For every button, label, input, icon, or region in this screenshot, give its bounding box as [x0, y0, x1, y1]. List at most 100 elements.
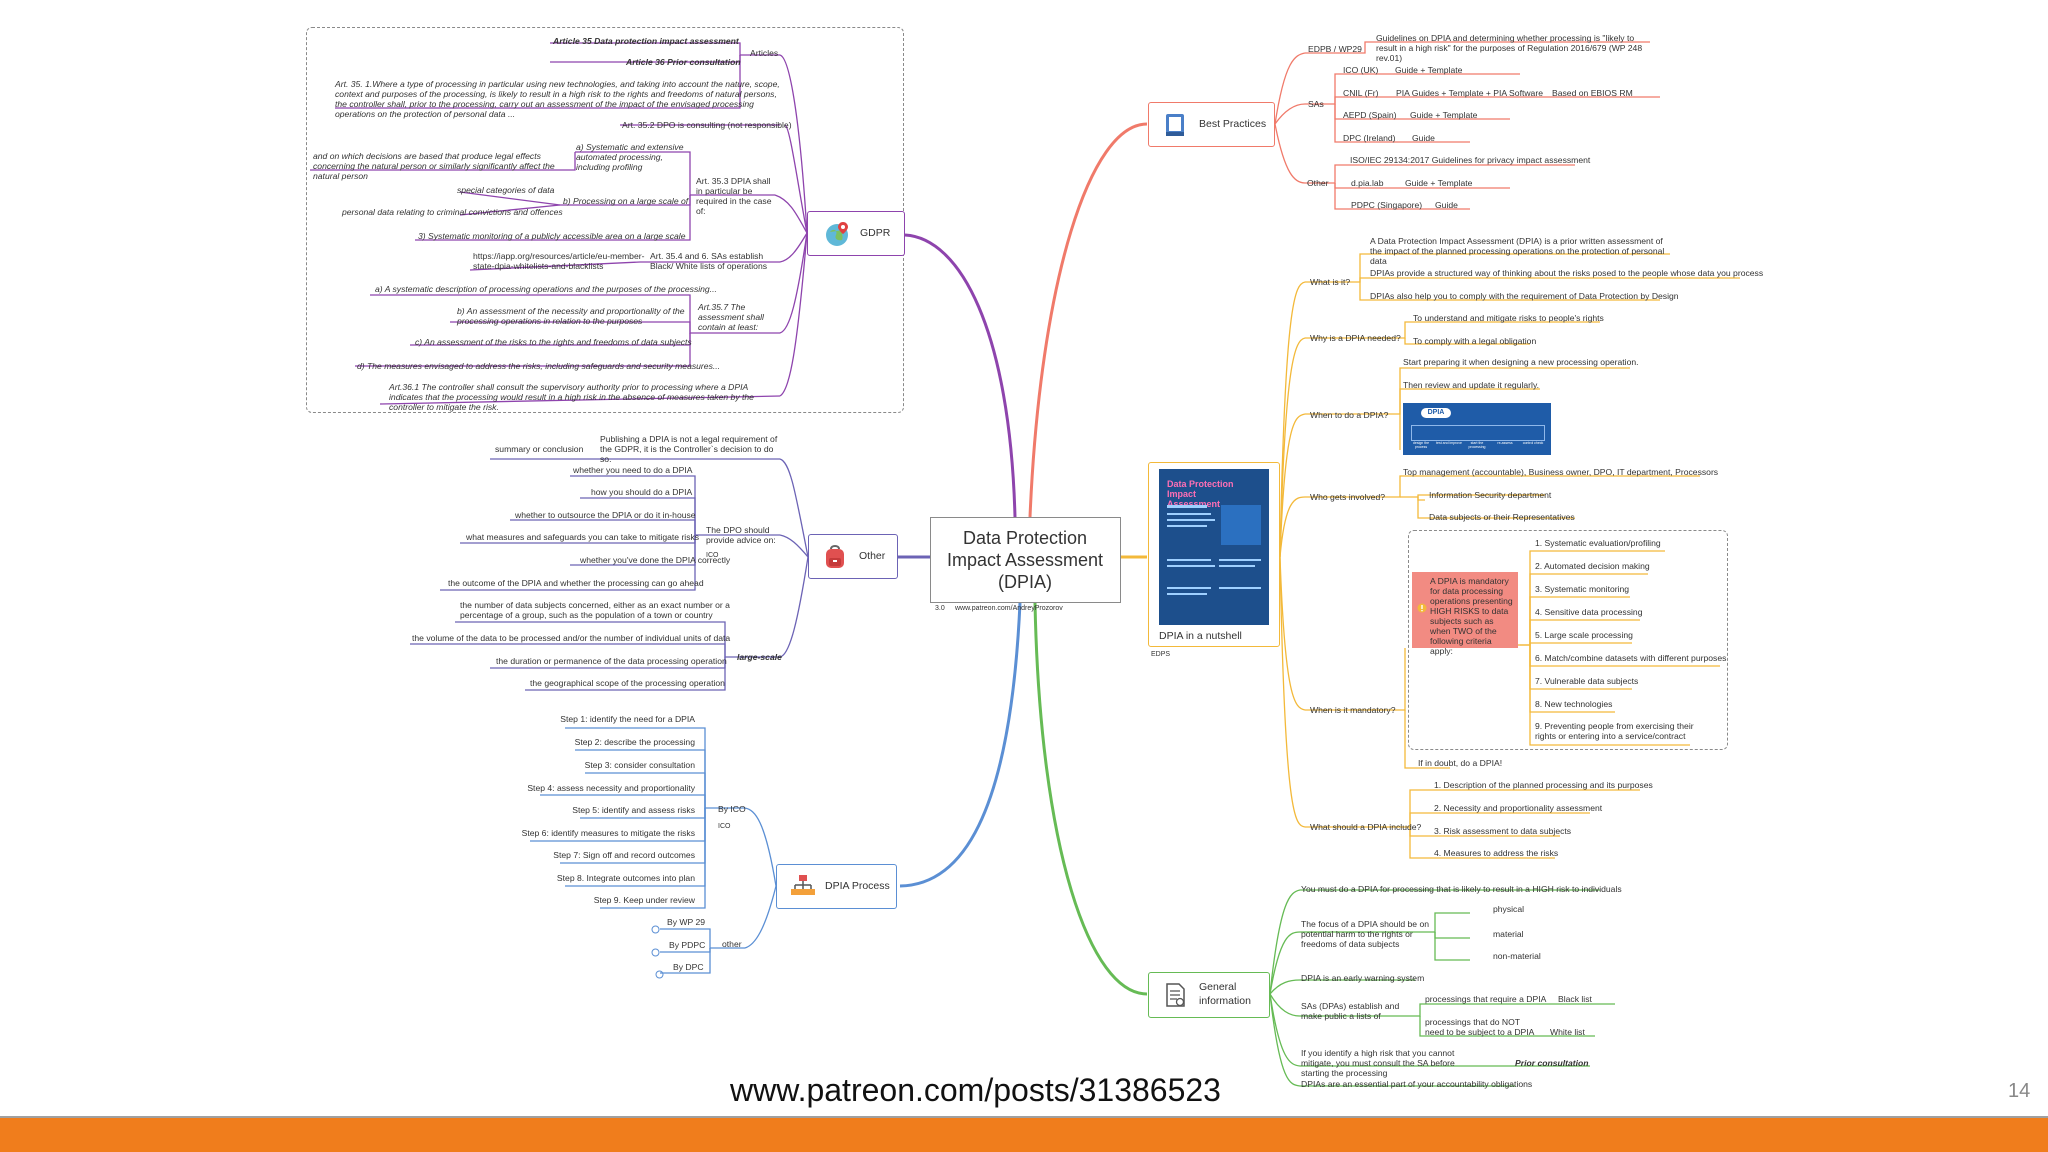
branch-other-label: Other: [859, 550, 886, 562]
best-other-2[interactable]: d.pia.lab: [1351, 178, 1384, 188]
other-ls-item-1: the number of data subjects concerned, e…: [460, 600, 730, 620]
branch-general[interactable]: General information: [1148, 972, 1270, 1018]
branch-other[interactable]: Other: [808, 534, 898, 579]
nutshell-who-1: Top management (accountable), Business o…: [1403, 467, 1719, 477]
link-icon[interactable]: [655, 970, 664, 979]
nutshell-when-1: Start preparing it when designing a new …: [1403, 357, 1639, 367]
best-edpb: EDPB / WP29: [1308, 44, 1362, 54]
mandatory-box-text: A DPIA is mandatory for data processing …: [1430, 576, 1513, 656]
branch-process-label: DPIA Process: [825, 880, 890, 892]
warning-icon: [1417, 603, 1427, 613]
best-sas: SAs: [1308, 99, 1324, 109]
center-url[interactable]: www.patreon.com/AndreyProzorov: [955, 605, 1063, 612]
nutshell-sublines: [1279, 253, 1740, 859]
other-dpo-item-6: the outcome of the DPIA and whether the …: [448, 578, 704, 588]
general-warning: DPIA is an early warning system: [1301, 973, 1425, 983]
connector-general: [1033, 602, 1148, 996]
mandatory-highlight: A DPIA is mandatory for data processing …: [1412, 572, 1518, 656]
criteria-2: 2. Automated decision making: [1535, 561, 1650, 571]
criteria-1: 1. Systematic evaluation/profiling: [1535, 538, 1661, 548]
process-step-3: Step 3: consider consultation: [584, 760, 695, 770]
process-other-2[interactable]: By PDPC: [669, 940, 706, 950]
central-topic[interactable]: Data Protection Impact Assessment (DPIA): [930, 517, 1121, 603]
gdpr-b-1: special categories of data: [457, 185, 555, 195]
process-ico: ICO: [718, 823, 731, 830]
best-other-1: ISO/IEC 29134:2017 Guidelines for privac…: [1350, 155, 1591, 165]
process-other-3[interactable]: By DPC: [673, 962, 704, 972]
other-ls-item-4: the geographical scope of the processing…: [530, 678, 725, 688]
nutshell-when: When to do a DPIA?: [1310, 410, 1389, 420]
nutshell-edps: EDPS: [1151, 651, 1171, 658]
gdpr-art36-1: Art.36.1 The controller shall consult th…: [389, 382, 754, 412]
gdpr-art35-4-link[interactable]: https://iapp.org/resources/article/eu-me…: [473, 251, 645, 271]
nutshell-why-2: To comply with a legal obligation: [1413, 336, 1537, 346]
other-summary: summary or conclusion: [495, 444, 584, 454]
gdpr-art35-7: Art.35.7 The assessment shall contain at…: [698, 302, 764, 332]
process-step-4: Step 4: assess necessity and proportiona…: [527, 783, 695, 793]
nutshell-why: Why is a DPIA needed?: [1310, 333, 1401, 343]
branch-gdpr-label: GDPR: [860, 227, 891, 239]
dpia-cycle-step-5: control check: [1522, 441, 1544, 445]
best-sublines: [1274, 41, 1660, 210]
backpack-icon: [826, 545, 844, 568]
best-sa-3-detail: Guide + Template: [1410, 110, 1478, 120]
gdpr-a-detail: and on which decisions are based that pr…: [313, 151, 555, 181]
central-title-line2: Impact Assessment: [946, 550, 1104, 570]
gdpr-art35-3: Art. 35.3 DPIA shall in particular be re…: [696, 176, 772, 216]
best-sa-1-detail: Guide + Template: [1395, 65, 1463, 75]
process-step-8: Step 8. Integrate outcomes into plan: [556, 873, 695, 883]
other-ico: ICO: [706, 552, 719, 559]
process-sublines: [530, 727, 777, 974]
general-harm-3: non-material: [1493, 951, 1541, 961]
dpia-cycle-step-1: design the process: [1412, 441, 1430, 449]
other-ls-item-2: the volume of the data to be processed a…: [412, 633, 731, 643]
branch-gdpr[interactable]: GDPR: [807, 211, 905, 256]
process-step-2: Step 2: describe the processing: [574, 737, 695, 747]
branch-nutshell[interactable]: Data Protection Impact Assessment DPIA i…: [1148, 462, 1280, 647]
best-edpb-detail: Guidelines on DPIA and determining wheth…: [1376, 33, 1643, 63]
page-number: 14: [2008, 1080, 2031, 1102]
criteria-7: 7. Vulnerable data subjects: [1535, 676, 1639, 686]
include-1: 1. Description of the planned processing…: [1434, 780, 1653, 790]
nutshell-book-title: Data Protection Impact Assessment: [1167, 479, 1234, 509]
dpia-cycle-step-4: re-assess: [1497, 441, 1513, 445]
best-sa-2: CNIL (Fr): [1343, 88, 1379, 98]
other-dpo-item-5: whether you've done the DPIA correctly: [580, 555, 731, 565]
footer-url[interactable]: www.patreon.com/posts/31386523: [730, 1072, 1221, 1108]
nutshell-who: Who gets involved?: [1310, 492, 1385, 502]
include-2: 2. Necessity and proportionality assessm…: [1434, 803, 1603, 813]
best-sa-4: DPC (Ireland): [1343, 133, 1396, 143]
branch-process[interactable]: DPIA Process: [776, 864, 897, 909]
criteria-lines: [1518, 550, 1720, 746]
link-icon[interactable]: [651, 925, 660, 934]
dpia-cycle-diagram: DPIA design the process test and improve…: [1403, 403, 1551, 455]
best-cnil-extra: Based on EBIOS RM: [1552, 88, 1633, 98]
gdpr-c7-c: c) An assessment of the risks to the rig…: [415, 337, 692, 347]
general-identify: If you identify a high risk that you can…: [1301, 1048, 1455, 1078]
branch-general-label-1: General: [1199, 981, 1237, 993]
nutshell-what-2: DPIAs provide a structured way of thinki…: [1370, 268, 1764, 278]
general-high: You must do a DPIA for processing that i…: [1301, 884, 1622, 894]
gdpr-art35-2: Art. 35.2 DPO is consulting (not respons…: [622, 120, 792, 130]
general-accountability: DPIAs are an essential part of your acco…: [1301, 1079, 1533, 1089]
general-not-require: processings that do NOT need to be subje…: [1425, 1017, 1535, 1037]
process-other-1[interactable]: By WP 29: [667, 917, 706, 927]
link-icon[interactable]: [651, 948, 660, 957]
central-title-line3: (DPIA): [998, 572, 1052, 592]
gdpr-c7-b: b) An assessment of the necessity and pr…: [457, 306, 685, 326]
general-focus: The focus of a DPIA should be on potenti…: [1301, 919, 1430, 949]
nutshell-what-1: A Data Protection Impact Assessment (DPI…: [1370, 236, 1665, 266]
criteria-9: 9. Preventing people from exercising the…: [1535, 721, 1694, 741]
branch-best-label: Best Practices: [1199, 118, 1267, 130]
document-icon: [1166, 983, 1185, 1007]
criteria-8: 8. New technologies: [1535, 699, 1613, 709]
flowchart-icon: [791, 875, 815, 895]
branch-best[interactable]: Best Practices: [1148, 102, 1275, 147]
process-step-1: Step 1: identify the need for a DPIA: [560, 714, 695, 724]
process-by-ico: By ICO: [718, 804, 746, 814]
best-sa-1: ICO (UK): [1343, 65, 1379, 75]
other-dpo-item-2: how you should do a DPIA: [591, 487, 693, 497]
gdpr-art36-title: Article 36 Prior consultation: [626, 57, 741, 67]
branch-nutshell-label: DPIA in a nutshell: [1159, 630, 1242, 642]
